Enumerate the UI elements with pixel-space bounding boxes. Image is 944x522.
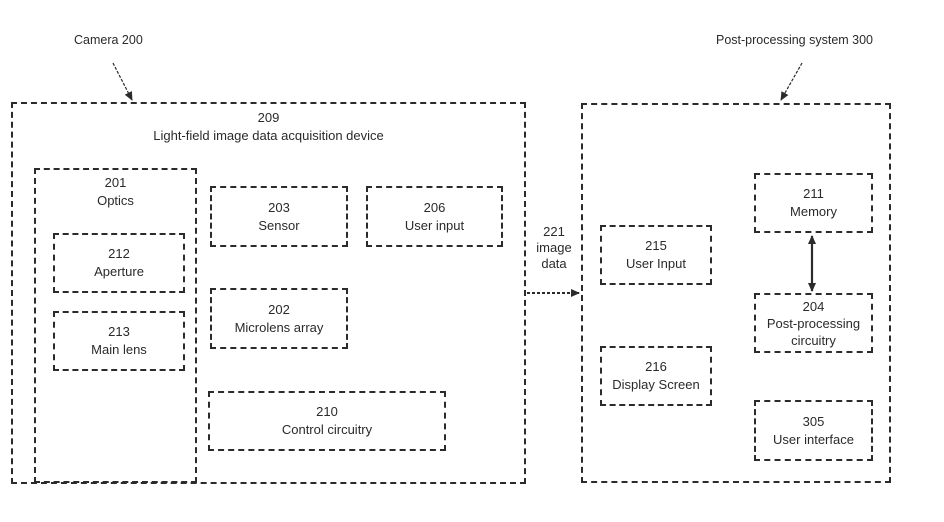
control-circuitry-number: 210 [316,404,338,419]
post-processing-circuitry-title-line2: circuitry [791,332,836,348]
image-data-flow-number: 221 [543,224,565,239]
main-lens-number: 213 [108,324,130,339]
image-data-flow-line2: data [541,256,567,271]
camera-user-input-title: User input [404,217,465,233]
camera-callout-label: Camera 200 [74,33,143,47]
user-interface-number: 305 [802,413,825,429]
aperture-box: 212 Aperture [53,233,185,293]
aperture-number: 212 [108,246,130,261]
camera-user-input-number: 206 [423,199,446,215]
sensor-box: 203 Sensor [210,186,348,247]
post-processing-circuitry-title-line1: Post-processing [766,315,861,331]
post-user-input-title: User Input [626,256,686,271]
camera-callout-arrow [112,62,133,101]
post-processing-circuitry-box: 204 Post-processing circuitry [754,293,873,353]
camera-user-input-box: 206 User input [366,186,503,247]
post-processing-system-callout-label: Post-processing system 300 [716,33,874,47]
post-processing-callout-arrow [780,62,803,101]
microlens-array-number: 202 [268,301,290,317]
acquisition-device-number: 209 [257,110,280,125]
sensor-title: Sensor [258,217,300,233]
post-processing-system-box [581,103,891,483]
main-lens-box: 213 Main lens [53,311,185,371]
image-data-flow-label: 221 image data [530,224,578,272]
aperture-title: Aperture [94,264,144,279]
microlens-array-box: 202 Microlens array [210,288,348,349]
user-interface-title: User interface [773,431,854,447]
optics-box: 201 Optics [34,168,197,483]
post-processing-circuitry-number: 204 [802,298,825,314]
acquisition-device-title: Light-field image data acquisition devic… [153,128,384,143]
post-user-input-box: 215 User Input [600,225,712,285]
post-user-input-number: 215 [645,238,667,253]
microlens-array-title: Microlens array [234,319,324,335]
memory-number: 211 [803,186,824,201]
optics-title: Optics [97,193,134,208]
control-circuitry-box: 210 Control circuitry [208,391,446,451]
sensor-number: 203 [268,199,290,215]
memory-box: 211 Memory [754,173,873,233]
image-data-flow-line1: image [536,240,572,255]
control-circuitry-title: Control circuitry [281,422,373,437]
display-screen-box: 216 Display Screen [600,346,712,406]
display-screen-title: Display Screen [612,377,700,392]
acquisition-device-box: 209 Light-field image data acquisition d… [11,102,526,484]
memory-title: Memory [790,204,837,219]
optics-number: 201 [104,175,127,190]
user-interface-box: 305 User interface [754,400,873,461]
main-lens-title: Main lens [91,342,147,357]
display-screen-number: 216 [645,359,667,374]
